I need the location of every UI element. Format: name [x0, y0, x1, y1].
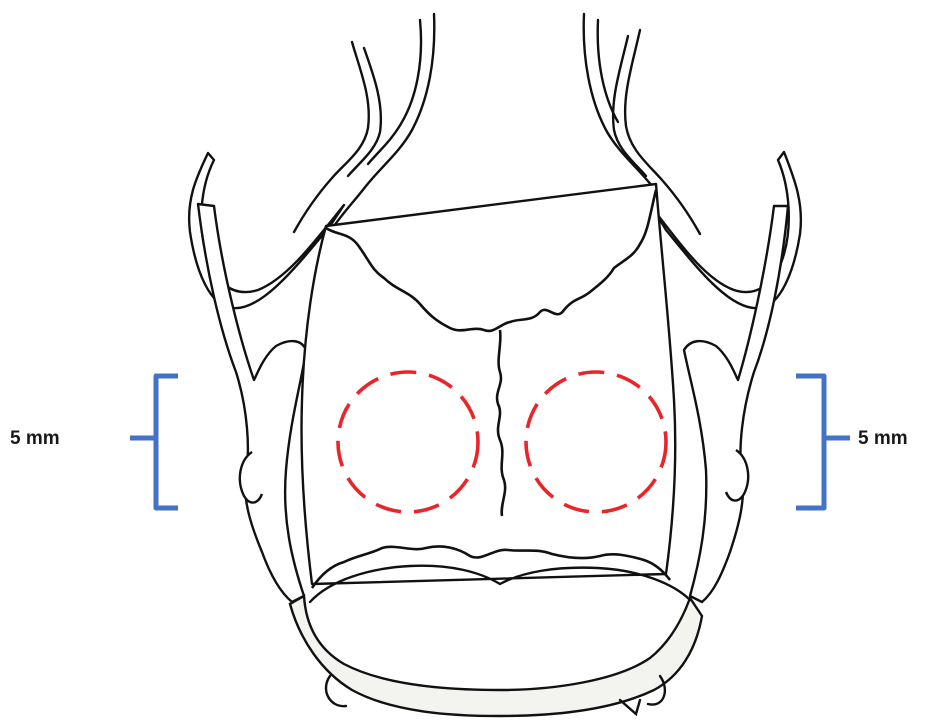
orbital-strut-left — [294, 42, 369, 232]
measure-label-right: 5 mm — [858, 428, 908, 450]
nasal-right — [584, 14, 652, 186]
measure-bracket-left — [130, 376, 178, 508]
nasal-left — [330, 14, 434, 232]
occipital-bone — [290, 596, 702, 716]
measure-bracket-right — [796, 376, 850, 508]
lateral-wall-left — [198, 204, 306, 602]
orbital-strut-right-2 — [613, 36, 646, 176]
measure-label-left: 5 mm — [10, 428, 60, 450]
occipital-spine — [620, 700, 640, 714]
nasal-right-2 — [598, 20, 618, 122]
